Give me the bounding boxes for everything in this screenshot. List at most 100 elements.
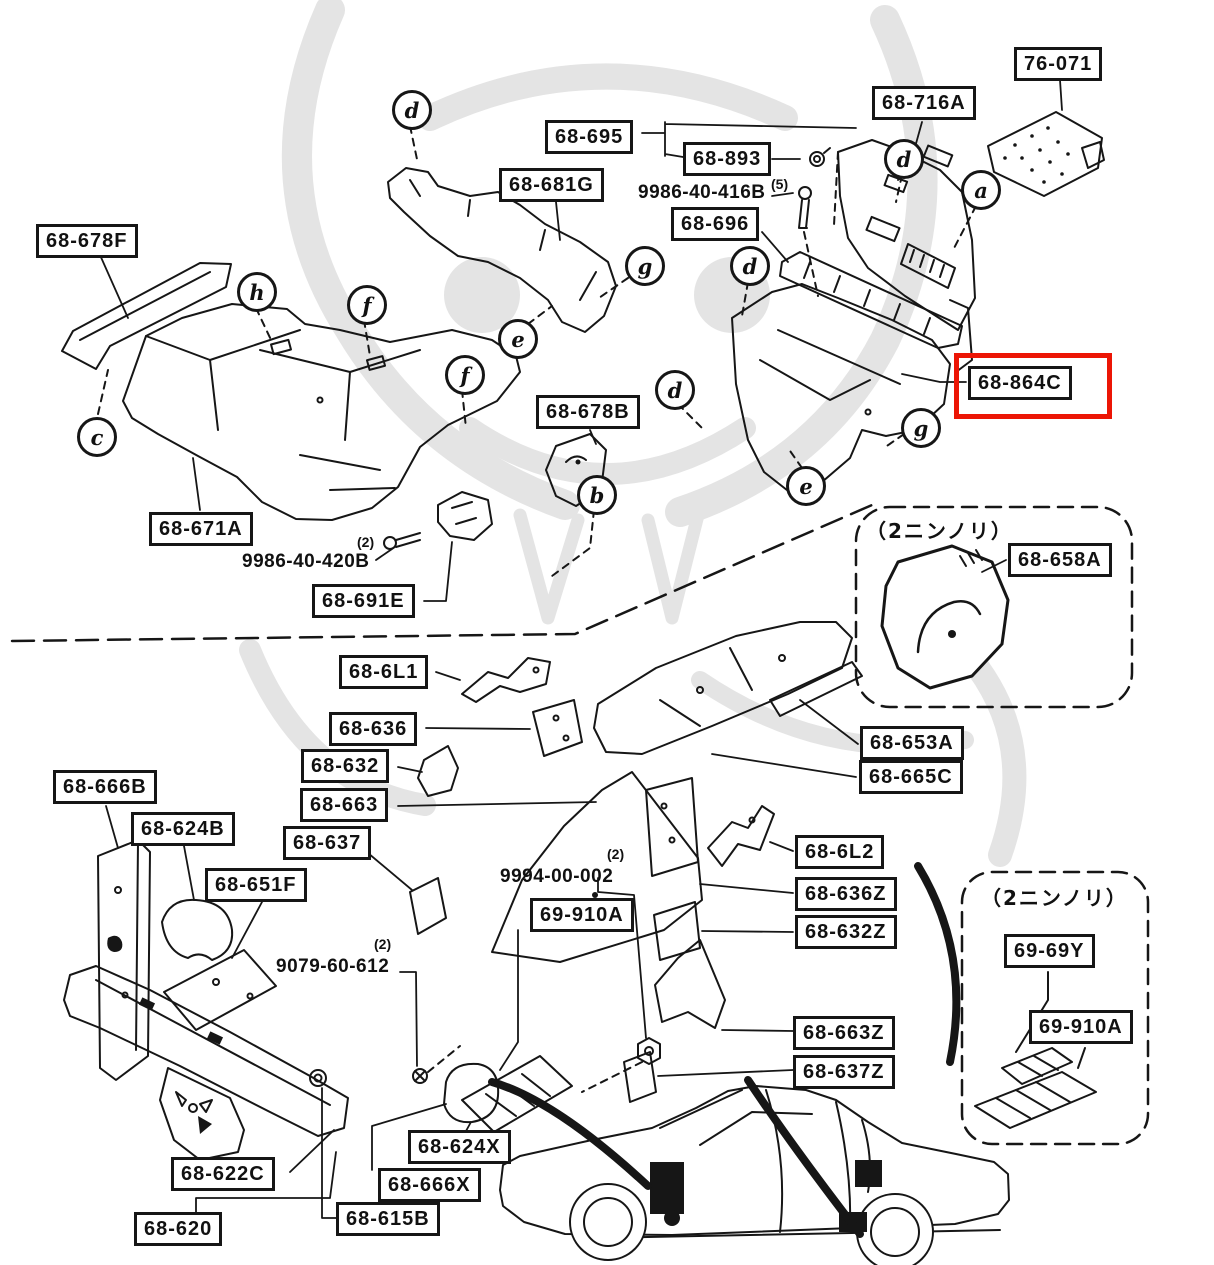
fastener-number-9986-40-416B[interactable]: 9986-40-416B — [638, 182, 766, 203]
fastener-count-612: (2) — [374, 936, 392, 952]
part-label-68-681G[interactable]: 68-681G — [499, 168, 604, 202]
fastener-count-416B: (5) — [771, 176, 789, 192]
part-label-68-624X[interactable]: 68-624X — [408, 1130, 511, 1164]
tunnel-insulator-68-681G-part — [387, 167, 617, 333]
callout-d1[interactable]: d — [392, 90, 432, 130]
pad-68-632Z-part — [653, 901, 701, 961]
pointer-arrows — [488, 862, 961, 1238]
part-label-68-632Z[interactable]: 68-632Z — [795, 915, 897, 949]
bracket-68-6L2-part — [707, 805, 775, 867]
callout-c[interactable]: c — [77, 417, 117, 457]
panel-68-663-part — [491, 771, 703, 963]
part-label-68-665C[interactable]: 68-665C — [859, 760, 963, 794]
part-label-69-910A-option[interactable]: 69-910A — [1029, 1010, 1133, 1044]
part-label-68-637Z[interactable]: 68-637Z — [793, 1055, 895, 1089]
part-label-69-69Y[interactable]: 69-69Y — [1004, 934, 1095, 968]
pad-68-624X-part — [443, 1062, 500, 1124]
clip-icon — [883, 173, 909, 194]
option-box-top-right — [854, 505, 1134, 709]
part-label-68-615B[interactable]: 68-615B — [336, 1202, 440, 1236]
pad-68-624B-part — [161, 898, 234, 961]
sill-strip-68-678F-part — [61, 262, 232, 370]
part-label-68-637[interactable]: 68-637 — [283, 826, 372, 860]
pad-68-632-part — [417, 745, 459, 797]
callout-a[interactable]: a — [961, 170, 1001, 210]
part-label-76-071[interactable]: 76-071 — [1014, 47, 1103, 81]
rear-sill-strip-68-696-part — [779, 251, 963, 349]
callout-f2[interactable]: f — [445, 355, 485, 395]
bracket-68-6L1-part — [461, 657, 551, 703]
nut-icon — [637, 1037, 661, 1065]
floor-carpet-68-671A-part — [122, 303, 521, 521]
part-label-68-622C[interactable]: 68-622C — [171, 1157, 275, 1191]
callout-h[interactable]: h — [237, 272, 277, 312]
grommet-icon — [809, 147, 831, 167]
part-label-68-864C-highlighted[interactable]: 68-864C — [968, 366, 1072, 400]
part-label-69-910A[interactable]: 69-910A — [530, 898, 634, 932]
fastener-number-9079-60-612[interactable]: 9079-60-612 — [276, 956, 390, 977]
car-silhouette — [499, 1085, 1010, 1265]
panel-68-636Z-part — [645, 777, 699, 877]
part-label-68-663Z[interactable]: 68-663Z — [793, 1016, 895, 1050]
callout-g1[interactable]: g — [625, 246, 665, 286]
bracket-68-691E-part — [437, 491, 493, 541]
floor-panel-68-653A-68-665C-part — [593, 621, 863, 755]
part-label-68-624B[interactable]: 68-624B — [131, 812, 235, 846]
highlight-frame — [954, 353, 1112, 419]
callout-dashed-lines — [97, 125, 977, 1093]
bolt-icon — [412, 1068, 428, 1084]
callout-d3[interactable]: d — [884, 139, 924, 179]
callout-e2[interactable]: e — [786, 466, 826, 506]
callout-e1[interactable]: e — [498, 319, 538, 359]
part-label-68-6L1[interactable]: 68-6L1 — [339, 655, 429, 689]
fastener-number-9986-40-420B[interactable]: 9986-40-420B — [242, 551, 370, 572]
plate-68-636-part — [532, 699, 583, 757]
part-label-68-696[interactable]: 68-696 — [671, 207, 760, 241]
part-label-68-666B[interactable]: 68-666B — [53, 770, 157, 804]
pad-68-637-part — [409, 877, 447, 935]
part-label-68-658A[interactable]: 68-658A — [1008, 543, 1112, 577]
part-label-68-671A[interactable]: 68-671A — [149, 512, 253, 546]
fastener-count-002: (2) — [607, 846, 625, 862]
option-note-2-seater-bottom: （2ニンノリ） — [981, 886, 1128, 910]
part-label-68-691E[interactable]: 68-691E — [312, 584, 415, 618]
panel-68-663Z-part — [654, 939, 726, 1029]
option-note-2-seater-top: （2ニンノリ） — [866, 519, 1013, 543]
callout-b[interactable]: b — [577, 475, 617, 515]
rear-bulkhead-assembly-part — [837, 139, 976, 373]
footrest-69-910A-part — [461, 1055, 573, 1133]
panel-68-651F-part — [163, 949, 277, 1031]
grommet-part — [309, 1069, 327, 1087]
fastener-count-420B: (2) — [357, 534, 375, 550]
part-label-68-716A[interactable]: 68-716A — [872, 86, 976, 120]
part-label-68-651F[interactable]: 68-651F — [205, 868, 307, 902]
pad-68-637Z-part — [623, 1051, 657, 1103]
panel-68-666B-part — [97, 839, 151, 1081]
callout-d4[interactable]: d — [655, 370, 695, 410]
screw-icon-2 — [383, 532, 421, 550]
mat-dots — [1003, 126, 1070, 184]
part-label-68-6L2[interactable]: 68-6L2 — [795, 835, 885, 869]
part-label-68-893[interactable]: 68-893 — [683, 142, 772, 176]
part-label-68-636[interactable]: 68-636 — [329, 712, 418, 746]
front-sill-assembly-part — [63, 965, 349, 1161]
part-label-68-653A[interactable]: 68-653A — [860, 726, 964, 760]
fastener-number-9994-00-002[interactable]: 9994-00-002 — [500, 866, 614, 887]
callout-d2[interactable]: d — [730, 246, 770, 286]
part-label-68-678F[interactable]: 68-678F — [36, 224, 138, 258]
part-label-68-620[interactable]: 68-620 — [134, 1212, 223, 1246]
part-label-68-636Z[interactable]: 68-636Z — [795, 877, 897, 911]
part-label-68-666X[interactable]: 68-666X — [378, 1168, 481, 1202]
rear-mat-68-658A-part — [880, 544, 1010, 690]
trunk-mat-76-071-part — [987, 111, 1105, 197]
part-label-68-678B[interactable]: 68-678B — [536, 395, 640, 429]
part-label-68-663[interactable]: 68-663 — [300, 788, 389, 822]
callout-g2[interactable]: g — [901, 408, 941, 448]
section-divider-dashed-line — [10, 503, 874, 643]
screw-icon — [798, 186, 812, 229]
part-label-68-632[interactable]: 68-632 — [301, 749, 390, 783]
part-label-68-695[interactable]: 68-695 — [545, 120, 634, 154]
callout-f1[interactable]: f — [347, 285, 387, 325]
